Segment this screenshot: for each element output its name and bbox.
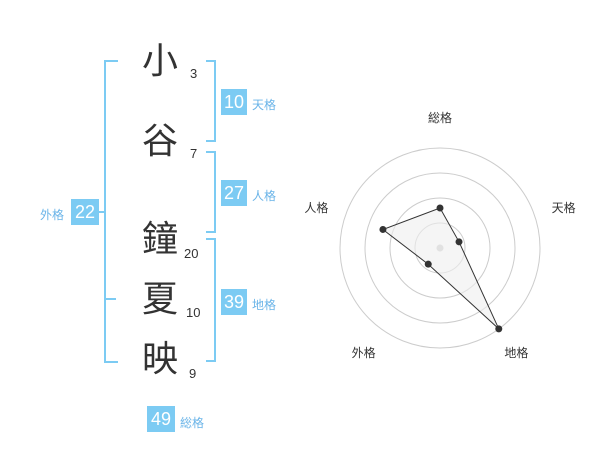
jinkaku-value-badge: 27 (221, 180, 247, 206)
soukaku-value-badge: 49 (147, 406, 175, 432)
radar-point-4 (424, 260, 432, 268)
stroke-count-4: 10 (186, 305, 201, 320)
radar-value-polygon (381, 207, 500, 330)
stroke-count-2: 7 (190, 146, 198, 161)
radar-axis-label-5: 人格 (304, 200, 328, 215)
name-char-4: 夏 (141, 279, 178, 320)
radar-axis-label-1: 総格 (428, 110, 452, 125)
gaikaku-bracket-tick (104, 298, 116, 300)
name-char-1: 小 (141, 41, 178, 82)
tenkaku-bracket (206, 60, 216, 142)
radar-point-1 (436, 204, 444, 212)
tenkaku-label: 天格 (252, 98, 277, 112)
name-char-3: 鐘 (141, 219, 178, 260)
radar-point-3 (495, 325, 503, 333)
radar-point-5 (379, 225, 387, 233)
radar-axis-label-4: 外格 (352, 345, 376, 360)
gaikaku-label: 外格 (40, 208, 65, 222)
chikaku-bracket (206, 238, 216, 362)
stroke-count-3: 20 (184, 246, 199, 261)
radar-axis-label-3: 地格 (504, 345, 528, 360)
chikaku-label: 地格 (252, 298, 277, 312)
chikaku-value-badge: 39 (221, 289, 247, 315)
soukaku-label: 総格 (180, 416, 205, 430)
gaikaku-bracket (104, 60, 118, 363)
radar-ring-2 (389, 197, 491, 299)
name-char-2: 谷 (141, 121, 178, 162)
gaikaku-value-badge: 22 (71, 199, 99, 225)
radar-axis-label-2: 天格 (552, 200, 576, 215)
jinkaku-label: 人格 (252, 189, 277, 203)
radar-ring-4 (339, 147, 541, 349)
radar-point-2 (455, 238, 463, 246)
radar-ring-3 (364, 172, 516, 324)
name-char-5: 映 (141, 339, 178, 380)
tenkaku-value-badge: 10 (221, 89, 247, 115)
stroke-count-1: 3 (190, 66, 198, 81)
stroke-count-5: 9 (189, 366, 197, 381)
jinkaku-bracket (206, 151, 216, 233)
gaikaku-bracket-connector (96, 211, 104, 213)
